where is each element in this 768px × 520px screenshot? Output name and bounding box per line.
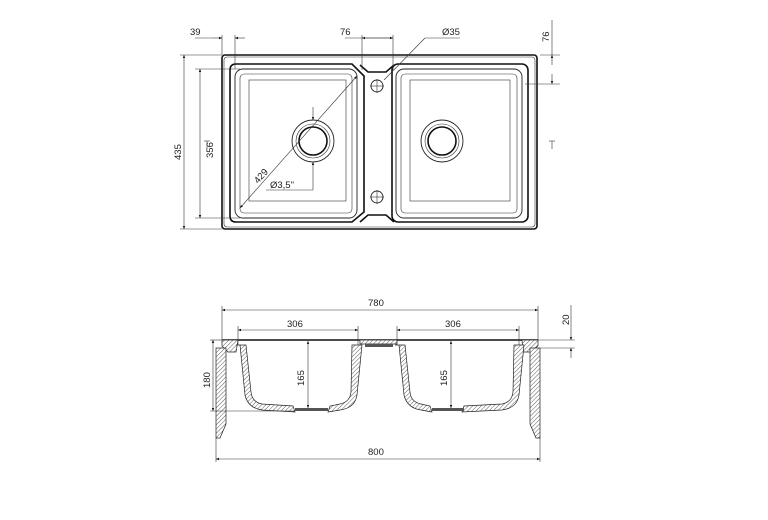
left-bowl: [229, 63, 365, 223]
dim-165-right: 165: [439, 370, 450, 386]
top-view: 39 76 Ø35 76 435 356 429: [173, 20, 560, 230]
dim-435: 435: [173, 144, 184, 160]
sink-outline: [221, 54, 538, 230]
dim-356: 356: [205, 142, 216, 158]
dim-20: 20: [561, 314, 572, 325]
dim-306-left: 306: [287, 319, 303, 330]
dim-780: 780: [368, 298, 384, 309]
right-bowl: [391, 63, 529, 223]
section-view: 780 306 306 165 165 180 20: [202, 298, 575, 462]
dim-165-left: 165: [296, 370, 307, 386]
dim-429: 429: [252, 167, 271, 186]
right-drain: [420, 119, 464, 163]
dim-drain-diameter: Ø3,5": [270, 180, 294, 191]
dim-76-top: 76: [340, 27, 351, 38]
dim-800: 800: [368, 447, 384, 458]
dim-39: 39: [190, 27, 201, 38]
dim-180: 180: [202, 372, 213, 388]
dim-306-right: 306: [445, 319, 461, 330]
dim-76-right: 76: [541, 31, 552, 42]
dim-tap-hole: Ø35: [442, 27, 460, 38]
